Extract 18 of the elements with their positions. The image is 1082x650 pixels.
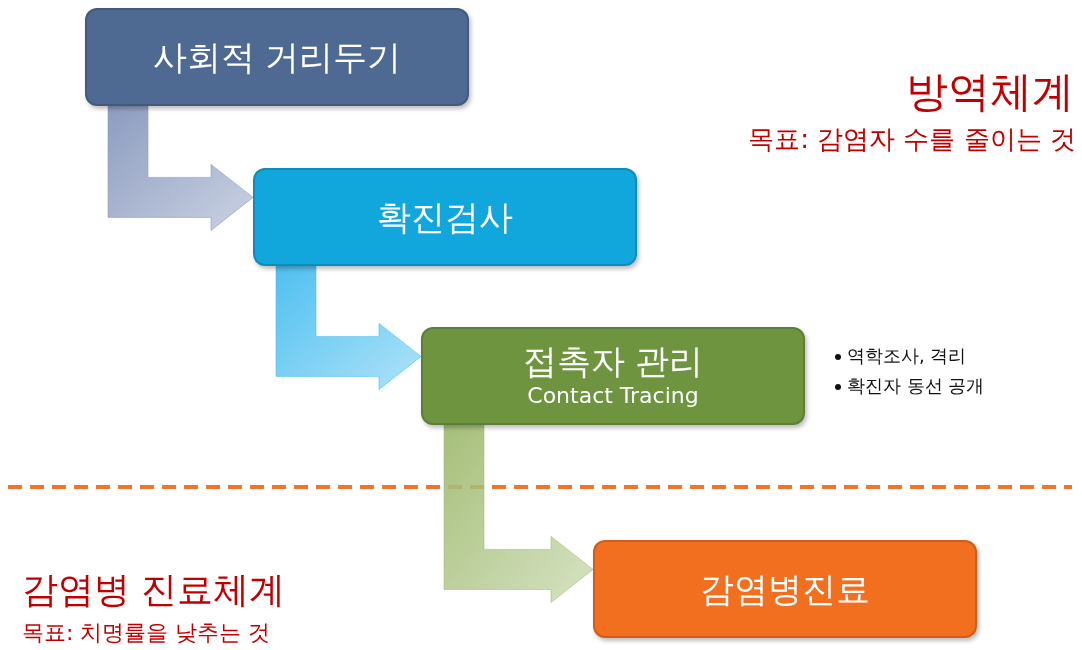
box-title: 접촉자 관리 <box>522 341 704 383</box>
bent-arrow <box>107 105 254 231</box>
bullet-item: 역학조사, 격리 <box>847 344 967 368</box>
process-box <box>593 540 977 638</box>
goal-text: 목표: 치명률을 낮추는 것 <box>22 619 271 647</box>
box-title: 사회적 거리두기 <box>152 36 402 78</box>
box-title: 확진검사 <box>377 196 513 238</box>
section-heading: 방역체계 <box>906 66 1074 118</box>
box-title: 감염병진료 <box>700 568 870 610</box>
process-box <box>421 327 805 425</box>
bent-arrow <box>275 265 422 390</box>
bent-arrow <box>443 424 594 603</box>
section-heading: 감염병 진료체계 <box>22 568 286 612</box>
process-box <box>253 168 637 266</box>
process-box <box>85 8 469 106</box>
goal-text: 목표: 감염자 수를 줄이는 것 <box>748 123 1076 156</box>
box-subtitle: Contact Tracing <box>527 382 699 411</box>
bullet-item: 확진자 동선 공개 <box>847 374 985 398</box>
